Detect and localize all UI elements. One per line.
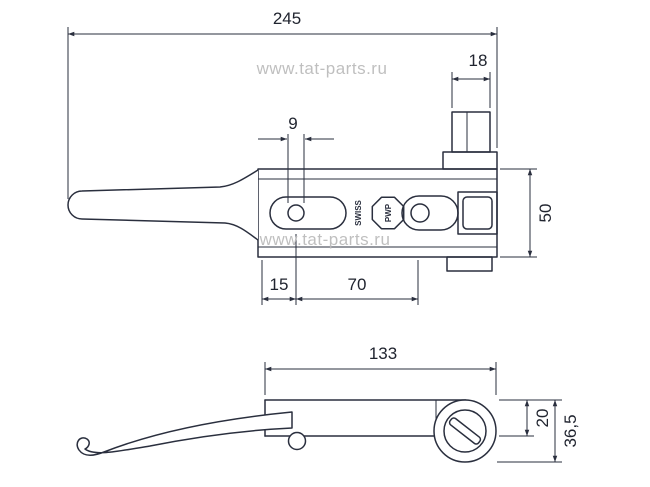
brand-stamp-octagon [371,196,405,230]
dim-hole-offset: 15 [261,234,297,305]
clamp-roller [462,196,493,230]
svg-text:9: 9 [288,114,297,133]
dim-side-body-length: 133 [264,344,497,395]
dim-side-overall-height: 36,5 [497,400,580,463]
side-lever-blade [76,411,293,456]
dim-pivot-span: 70 [296,260,419,305]
side-view: 133 20 36,5 [76,344,580,463]
lever-handle [67,169,259,241]
svg-text:133: 133 [369,344,397,363]
dim-body-height: 50 [500,168,555,258]
clamp-block [457,191,498,235]
dim-hole-diameter: 9 [258,114,334,203]
dim-side-body-height: 20 [499,399,562,437]
top-block-flange [442,151,498,170]
svg-text:18: 18 [469,51,488,70]
svg-text:36,5: 36,5 [561,414,580,447]
dim-block-width: 18 [451,51,491,108]
dim-overall-length: 245 [67,9,498,199]
screw-slot [448,417,482,445]
svg-text:15: 15 [270,275,289,294]
svg-text:245: 245 [273,9,301,28]
watermark-middle: www.tat-parts.ru [259,230,391,249]
side-pivot-rivet [287,431,307,451]
svg-text:20: 20 [533,409,552,428]
svg-text:70: 70 [348,275,367,294]
brand-marking: PWP [384,203,393,222]
pin-hole [287,204,305,222]
watermark-top: www.tat-parts.ru [256,59,388,78]
origin-marking: SWISS [354,199,363,225]
cam-pin [410,203,430,223]
svg-text:50: 50 [536,204,555,223]
lower-tab [446,256,493,272]
side-roller-inner [443,409,487,453]
top-block [451,111,491,153]
top-view: SWISS PWP 245 18 [67,9,555,305]
lever-slot [269,196,347,230]
